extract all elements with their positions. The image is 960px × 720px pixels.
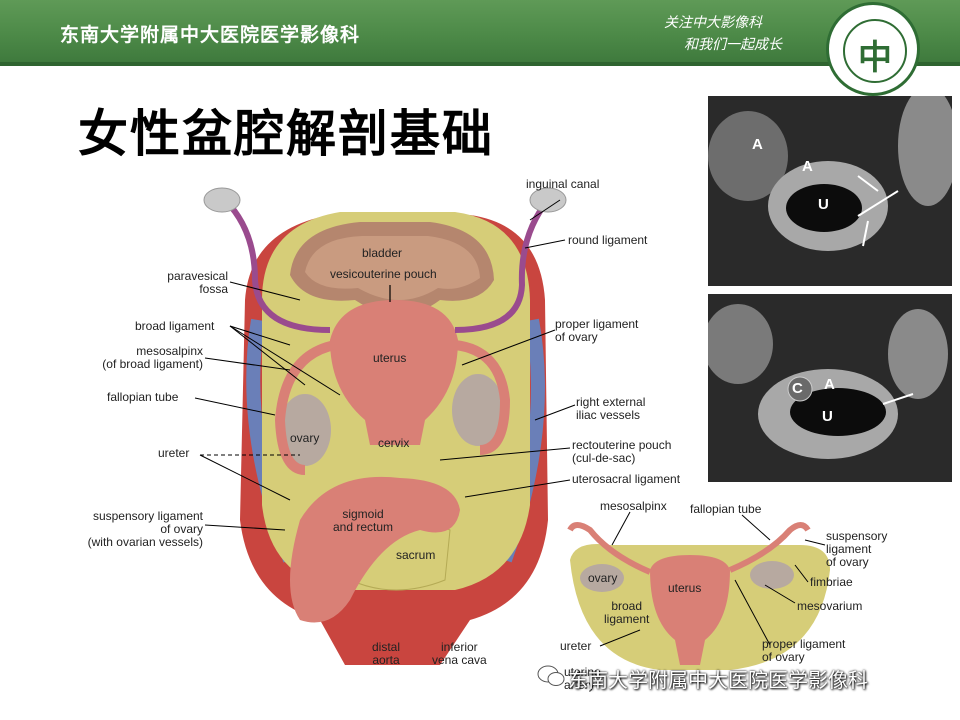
right-inguinal-canal	[529, 187, 567, 213]
mri-image-top: A A U	[708, 96, 952, 286]
label-broad-ligament: broad ligament	[135, 319, 215, 333]
small-label-fallopian-tube: fallopian tube	[690, 502, 762, 516]
label-cervix: cervix	[378, 436, 410, 450]
mri-bottom-label-a: A	[824, 376, 835, 393]
label-proper-ligament: proper ligament of ovary	[555, 317, 639, 344]
label-ureter: ureter	[158, 446, 190, 460]
small-label-mesovarium: mesovarium	[797, 599, 863, 613]
mri-top-label-u: U	[818, 196, 829, 213]
label-uterosacral-ligament: uterosacral ligament	[572, 472, 681, 486]
label-bladder: bladder	[362, 246, 403, 260]
label-inferior-vena-cava: inferior vena cava	[432, 640, 487, 667]
label-fallopian-tube: fallopian tube	[107, 390, 179, 404]
logo-ring: 中	[843, 19, 907, 83]
mri-bottom-drawing	[708, 294, 952, 482]
small-label-uterine-artery: uterine artery	[564, 665, 601, 692]
label-ovary: ovary	[290, 431, 320, 445]
label-uterus: uterus	[373, 351, 407, 365]
label-distal-aorta: distal aorta	[372, 640, 401, 667]
uterus-shape	[330, 300, 458, 445]
small-right-tube	[728, 522, 811, 573]
label-rectouterine-pouch: rectouterine pouch (cul-de-sac)	[572, 438, 672, 465]
small-uterus-shape	[650, 555, 730, 665]
small-label-ureter: ureter	[560, 639, 592, 653]
label-mesosalpinx: mesosalpinx (of broad ligament)	[102, 344, 203, 371]
small-label-broad-ligament: broad ligament	[604, 599, 650, 626]
label-vesicouterine-pouch: vesicouterine pouch	[330, 267, 437, 281]
slogan-line-2: 和我们一起成长	[684, 37, 782, 53]
header-divider	[0, 62, 960, 66]
watermark-text: 东南大学附属中大医院医学影像科	[568, 668, 868, 692]
left-round-ligament	[222, 197, 331, 333]
right-round-ligament	[454, 198, 551, 333]
small-label-ovary: ovary	[588, 571, 618, 585]
small-label-proper-ligament: proper ligament of ovary	[762, 637, 846, 664]
label-inguinal-canal: inguinal canal	[526, 177, 600, 191]
left-ovary	[279, 394, 331, 466]
label-suspensory-ligament: suspensory ligament of ovary (with ovari…	[87, 509, 203, 549]
sigmoid-rectum	[290, 476, 460, 623]
hospital-logo: 中	[826, 2, 920, 96]
mri-top-drawing	[708, 96, 952, 286]
logo-mark: 中	[858, 38, 892, 78]
leader-lines	[194, 199, 576, 531]
right-ovary	[452, 374, 504, 446]
mri-top-label-a1: A	[752, 136, 763, 153]
slide-title: 女性盆腔解剖基础	[78, 105, 494, 163]
mri-bottom-label-c: C	[792, 380, 803, 397]
mri-image-bottom: C A U	[708, 294, 952, 482]
small-left-ovary	[580, 564, 624, 592]
label-right-external-iliac: right external iliac vessels	[576, 395, 646, 422]
label-round-ligament: round ligament	[568, 233, 648, 247]
small-label-fimbriae: fimbriae	[810, 575, 853, 589]
bladder-cavity	[305, 236, 480, 300]
small-label-mesosalpinx: mesosalpinx	[600, 499, 667, 513]
label-sigmoid-rectum: sigmoid and rectum	[333, 507, 394, 534]
wechat-icon	[537, 665, 565, 686]
small-left-tube	[567, 522, 652, 575]
mri-top-label-a2: A	[802, 158, 813, 175]
slogan-line-1: 关注中大影像科	[664, 15, 762, 31]
small-right-ovary	[750, 561, 794, 589]
mri-bottom-label-u: U	[822, 408, 833, 425]
label-paravesical-fossa: paravesical fossa	[167, 269, 228, 296]
left-fallopian-tube	[274, 340, 337, 475]
department-title: 东南大学附属中大医院医学影像科	[60, 24, 361, 46]
header-bar	[0, 0, 960, 62]
left-inguinal-canal	[203, 187, 241, 213]
small-leader-lines	[599, 511, 826, 647]
small-label-suspensory-ligament: suspensory ligament of ovary	[826, 529, 888, 569]
label-sacrum: sacrum	[396, 548, 436, 562]
small-label-uterus: uterus	[668, 581, 702, 595]
right-fallopian-tube	[454, 340, 511, 455]
